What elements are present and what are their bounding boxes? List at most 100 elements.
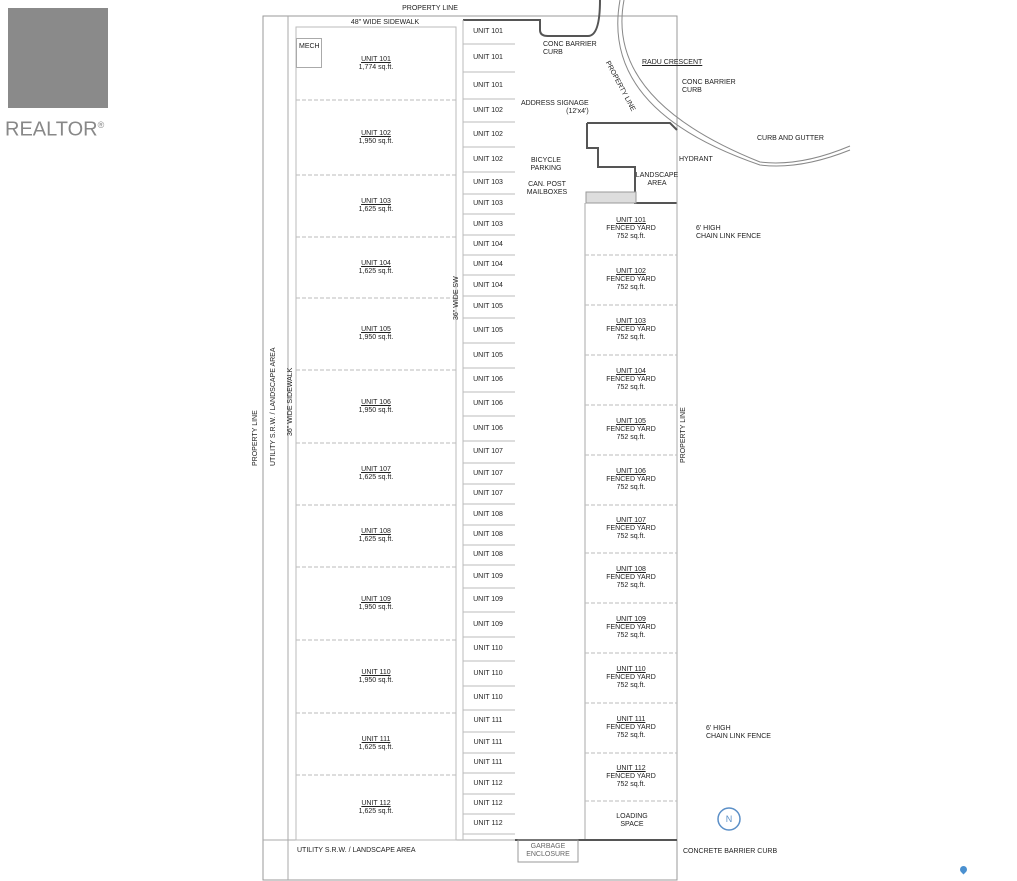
parking-stall: UNIT 105	[473, 352, 503, 360]
parking-stall-line: UNIT 108	[473, 531, 503, 538]
parking-stall: UNIT 112	[473, 780, 502, 788]
utility-bottom-label: UTILITY S.R.W. / LANDSCAPE AREA	[297, 847, 416, 854]
parking-stall-line: UNIT 111	[473, 759, 503, 766]
fenced-yard-101-line: UNIT 101	[616, 217, 646, 224]
parking-stall: UNIT 103	[473, 221, 503, 229]
fenced-yard-106-line: 752 sq.ft.	[616, 484, 646, 491]
unit-110-line: 1,950 sq.ft.	[358, 676, 394, 684]
unit-101-line: 1,774 sq.ft.	[358, 63, 394, 71]
unit-108-line: UNIT 108	[361, 528, 391, 535]
parking-stall: UNIT 104	[473, 241, 503, 249]
fenced-yard-106-line: UNIT 106	[616, 468, 646, 475]
fenced-yard-107-line: FENCED YARD	[606, 525, 656, 532]
fenced-yard-107-line: UNIT 107	[616, 517, 646, 524]
parking-stall-line: UNIT 102	[473, 106, 503, 114]
fenced-yard-105-line: FENCED YARD	[606, 426, 656, 433]
property-line-left-label: PROPERTY LINE	[252, 410, 259, 466]
parking-stall: UNIT 111	[474, 739, 503, 747]
parking-stall-line: UNIT 104	[473, 281, 503, 289]
l2: (12'x4')	[566, 108, 589, 115]
l1: CONC BARRIER	[682, 79, 736, 86]
unit-107-line: 1,625 sq.ft.	[358, 474, 394, 481]
parking-stall-line: UNIT 107	[473, 490, 503, 497]
unit-109-line: 1,950 sq.ft.	[358, 603, 394, 611]
unit-102-line: UNIT 102	[361, 129, 391, 137]
parking-stall-line: UNIT 110	[473, 645, 503, 652]
unit-105-line: UNIT 105	[361, 326, 391, 333]
fenced-yard-110-line: FENCED YARD	[606, 674, 656, 681]
parking-stall-line: UNIT 101	[473, 28, 503, 35]
unit-111-line: 1,625 sq.ft.	[358, 744, 394, 751]
parking-stall: UNIT 106	[473, 376, 503, 384]
parking-stall: UNIT 101	[473, 82, 503, 90]
parking-stall-line: UNIT 101	[473, 54, 503, 61]
unit-107-line: UNIT 107	[361, 466, 391, 473]
unit-110-line: UNIT 110	[361, 668, 391, 676]
unit-112-line: 1,625 sq.ft.	[358, 807, 394, 815]
parking-stall: UNIT 102	[473, 156, 503, 164]
parking-stall-line: UNIT 106	[473, 376, 503, 383]
parking-stall: UNIT 102	[473, 107, 503, 115]
parking-stall-line: UNIT 110	[473, 694, 503, 701]
fenced-yard-104-line: FENCED YARD	[606, 376, 656, 383]
logo-text: REALTOR	[5, 118, 98, 141]
realtor-logo-text: REALTOR®	[5, 114, 104, 141]
parking-stall-line: UNIT 111	[473, 738, 503, 746]
parking-stall-line: UNIT 103	[473, 179, 503, 186]
unit-104-line: 1,625 sq.ft.	[358, 267, 394, 275]
parking-stall-line: UNIT 108	[473, 510, 503, 518]
parking-stall-line: UNIT 109	[473, 620, 503, 628]
parking-stall-line: UNIT 109	[473, 572, 503, 580]
utility-left-label: UTILITY S.R.W. / LANDSCAPE AREA	[270, 347, 277, 466]
parking-stall-line: UNIT 105	[473, 351, 503, 359]
fenced-yard-112-line: FENCED YARD	[606, 773, 656, 780]
parking-stall-line: UNIT 105	[473, 303, 503, 310]
l2: AREA	[647, 180, 667, 187]
unit-106-line: UNIT 106	[361, 398, 391, 406]
l2: CHAIN LINK FENCE	[706, 733, 771, 740]
fenced-yard-105-line: 752 sq.ft.	[616, 434, 646, 441]
parking-stall: UNIT 105	[473, 303, 503, 311]
parking-stall-line: UNIT 104	[473, 241, 503, 248]
fenced-yard-112-line: UNIT 112	[616, 765, 646, 772]
parking-stall: UNIT 109	[473, 596, 503, 604]
parking-stall: UNIT 109	[473, 573, 503, 581]
unit-108-line: 1,625 sq.ft.	[358, 536, 394, 543]
parking-stall: UNIT 107	[473, 490, 503, 498]
l1: LOADING	[616, 813, 648, 820]
address-signage-label: ADDRESS SIGNAGE(12'x4')	[521, 100, 589, 116]
l1: BICYCLE	[531, 157, 561, 164]
unit-104-line: UNIT 104	[361, 259, 391, 267]
fenced-yard-104-line: 752 sq.ft.	[616, 384, 646, 391]
sidewalk-48-label: 48" WIDE SIDEWALK	[350, 19, 420, 26]
hydrant-label: HYDRANT	[679, 156, 713, 163]
parking-stall: UNIT 103	[473, 179, 503, 187]
unit-101-line: UNIT 101	[361, 55, 391, 63]
parking-stall-line: UNIT 103	[473, 220, 503, 228]
parking-stall: UNIT 111	[474, 759, 503, 767]
fenced-yard-106-line: FENCED YARD	[606, 476, 656, 483]
fenced-yard-108-line: 752 sq.ft.	[616, 582, 646, 589]
parking-stall: UNIT 112	[473, 820, 502, 828]
sidewalk-36-left-label: 36" WIDE SIDEWALK	[287, 367, 294, 436]
fenced-yard-102-line: FENCED YARD	[606, 276, 656, 283]
mech-label: MECH	[299, 43, 320, 50]
property-line-right-label: PROPERTY LINE	[680, 407, 687, 463]
fenced-yard-111-line: FENCED YARD	[606, 724, 656, 731]
parking-stall: UNIT 110	[473, 645, 502, 653]
